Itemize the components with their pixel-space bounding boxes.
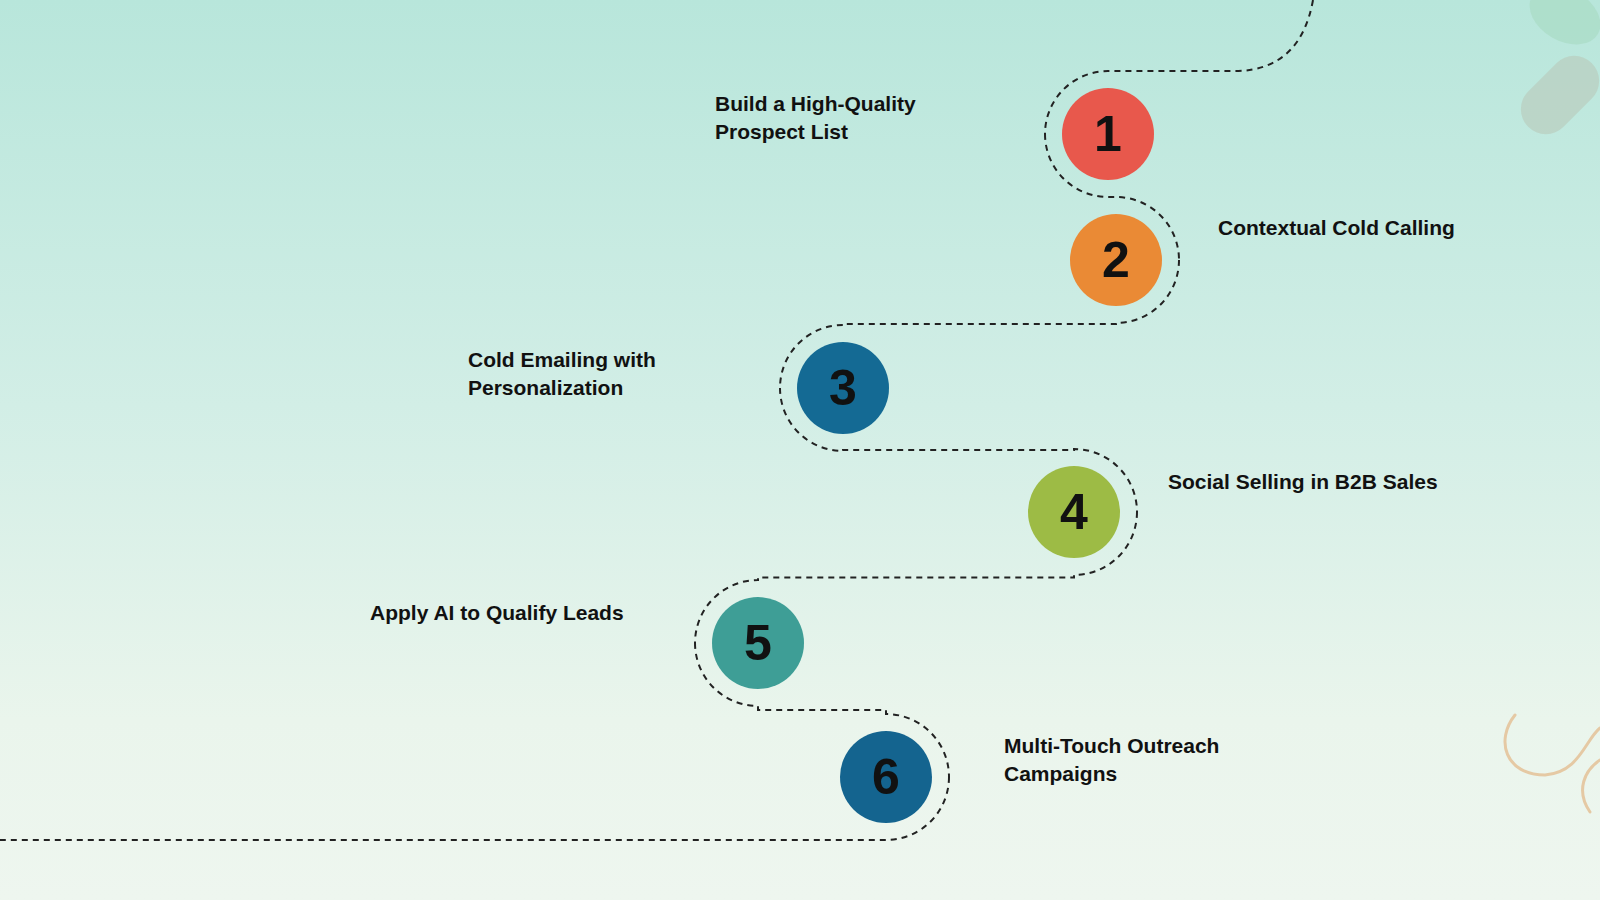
step-label: Apply AI to Qualify Leads [370,599,624,627]
step-number: 1 [1094,109,1122,159]
step-label: Multi-Touch Outreach Campaigns [1004,732,1244,788]
step-number: 4 [1060,487,1088,537]
step-number: 2 [1102,235,1130,285]
step-number: 6 [872,752,900,802]
step-number: 5 [744,618,772,668]
step-circle: 5Apply AI to Qualify Leads [712,597,804,689]
step-label: Build a High-Quality Prospect List [715,90,945,146]
step-circle: 6Multi-Touch Outreach Campaigns [840,731,932,823]
path-tail [0,777,949,840]
curly-line [1505,715,1600,812]
pill-shape [1511,46,1600,145]
step-circle: 3Cold Emailing with Personalization [797,342,889,434]
step-label: Cold Emailing with Personalization [468,346,678,402]
step-circle: 4Social Selling in B2B Sales [1028,466,1120,558]
step-label: Contextual Cold Calling [1218,214,1455,242]
step-circle: 1Build a High-Quality Prospect List [1062,88,1154,180]
leaf-blob [1519,0,1600,57]
step-number: 3 [829,363,857,413]
step-label: Social Selling in B2B Sales [1168,468,1438,496]
step-circle: 2Contextual Cold Calling [1070,214,1162,306]
